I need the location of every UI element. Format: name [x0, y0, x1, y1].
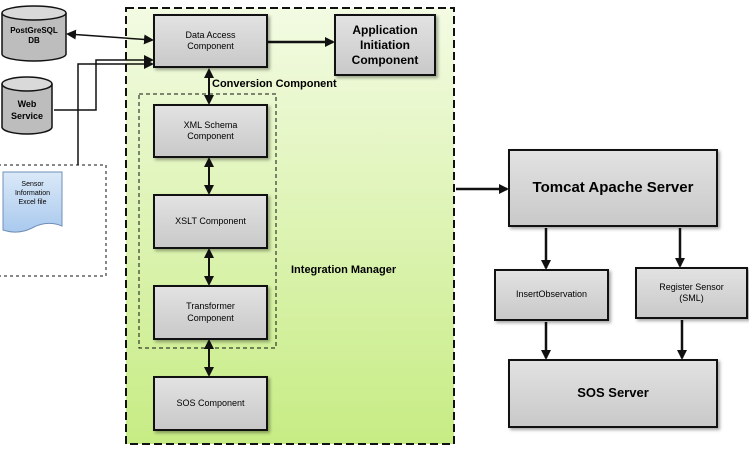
data-access-component: Data Access Component	[153, 14, 268, 68]
document-icon	[2, 171, 63, 233]
application-initiation-component: Application Initiation Component	[334, 14, 436, 76]
xml-schema-component: XML Schema Component	[153, 104, 268, 158]
web-service-cylinder-icon	[1, 76, 53, 135]
conversion-component-group	[138, 93, 277, 349]
transformer-component: Transformer Component	[153, 285, 268, 340]
conversion-component-label: Conversion Component	[212, 78, 337, 90]
connector-web-service-data-access	[54, 55, 154, 111]
database-cylinder-icon	[1, 5, 67, 62]
connector-sensor-file-data-access	[77, 59, 154, 165]
insert-observation-box: InsertObservation	[494, 269, 609, 321]
tomcat-apache-server: Tomcat Apache Server	[508, 149, 718, 227]
web-service-label: Web Service	[10, 99, 44, 121]
connector-db-data-access	[66, 29, 154, 45]
integration-manager-label: Integration Manager	[291, 264, 397, 276]
sensor-file-label: Sensor Information Excel file	[14, 181, 51, 207]
sos-server: SOS Server	[508, 359, 718, 428]
xslt-component: XSLT Component	[153, 194, 268, 249]
sos-component: SOS Component	[153, 376, 268, 431]
register-sensor-box: Register Sensor (SML)	[635, 267, 748, 319]
postgres-db-label: PostGreSQL DB	[10, 26, 58, 46]
